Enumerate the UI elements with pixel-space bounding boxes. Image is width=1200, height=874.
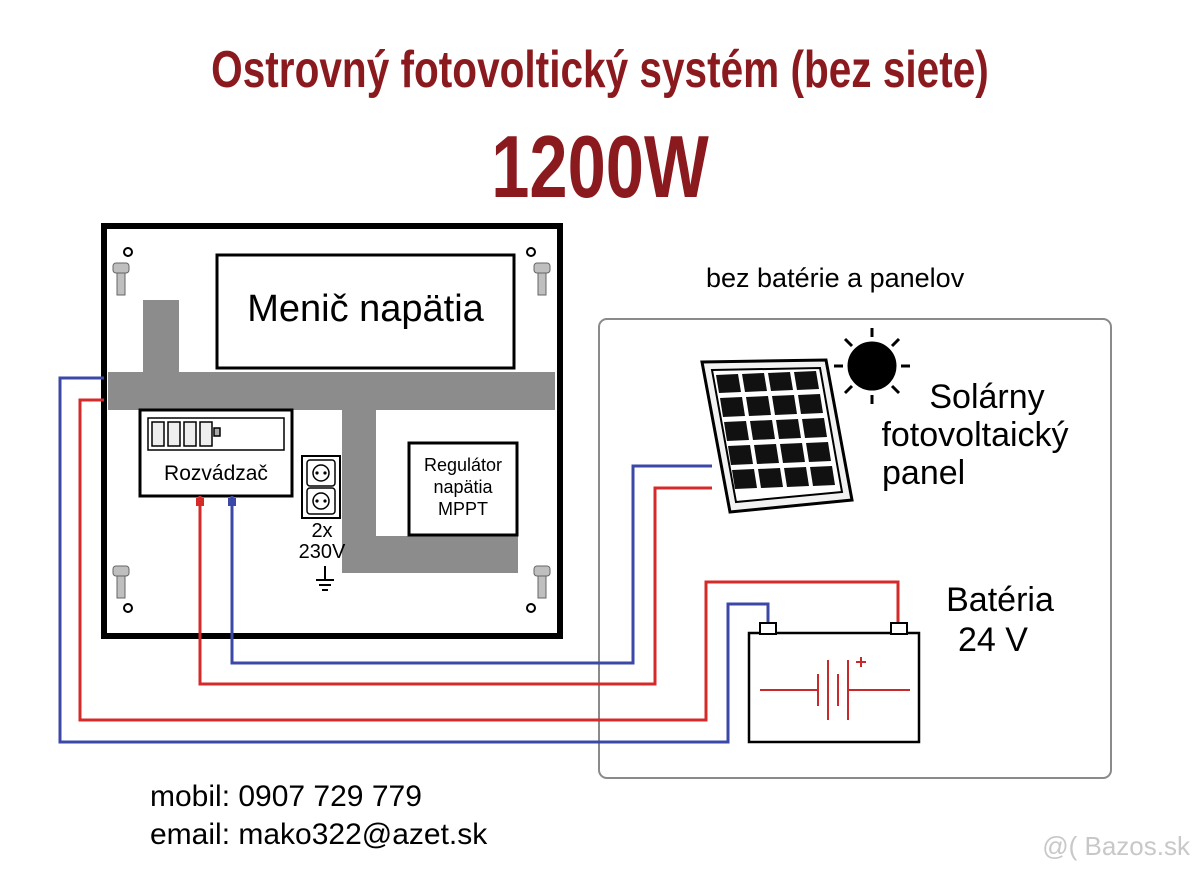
power-rating: 1200W bbox=[491, 117, 709, 216]
ground-icon bbox=[316, 566, 334, 591]
battery-line-1: Batéria bbox=[946, 581, 1054, 619]
panel-line-2: fotovoltaický bbox=[881, 416, 1069, 454]
socket-voltage: 230V bbox=[298, 541, 346, 563]
panel-label: Solárny fotovoltaický panel bbox=[850, 378, 1100, 492]
terminal-negative bbox=[228, 498, 236, 506]
distribution-label: Rozvádzač bbox=[164, 462, 268, 485]
distribution-box bbox=[138, 408, 294, 498]
wire-blue-inner bbox=[230, 464, 712, 665]
screw-icon bbox=[112, 247, 551, 613]
battery-line-2: 24 V bbox=[958, 621, 1028, 659]
socket-icon bbox=[301, 455, 341, 519]
site-watermark: @( Bazos.sk bbox=[1042, 831, 1190, 861]
wires bbox=[58, 376, 900, 744]
wire-blue-outer bbox=[58, 376, 770, 744]
regulator-label: Regulátor napätia MPPT bbox=[409, 454, 517, 520]
inverter-box bbox=[215, 253, 516, 370]
regulator-box bbox=[407, 441, 519, 537]
contact-phone: mobil: 0907 729 779 bbox=[150, 780, 422, 813]
sun-icon bbox=[834, 328, 910, 404]
battery-icon bbox=[747, 622, 921, 744]
regulator-line-1: Regulátor bbox=[423, 455, 503, 475]
external-note: bez batérie a panelov bbox=[706, 263, 965, 293]
inverter-label: Menič napätia bbox=[247, 288, 484, 330]
regulator-line-2: napätia bbox=[433, 477, 493, 497]
wire-red-inner bbox=[198, 486, 712, 686]
socket-count: 2x bbox=[311, 520, 333, 542]
diagram-title: Ostrovný fotovoltický systém (bez siete) bbox=[211, 41, 989, 99]
contact-email: email: mako322@azet.sk bbox=[150, 818, 488, 851]
external-devices-frame bbox=[598, 318, 1112, 779]
regulator-line-3: MPPT bbox=[437, 499, 488, 519]
breakers-icon bbox=[147, 417, 285, 451]
busbars bbox=[108, 300, 555, 573]
terminal-positive bbox=[196, 498, 204, 506]
wire-red-outer bbox=[78, 398, 900, 722]
solar-panel-icon bbox=[700, 358, 854, 514]
panel-line-3: panel bbox=[882, 454, 966, 492]
panel-line-1: Solárny bbox=[929, 378, 1045, 416]
battery-label: Batéria 24 V bbox=[920, 580, 1080, 660]
